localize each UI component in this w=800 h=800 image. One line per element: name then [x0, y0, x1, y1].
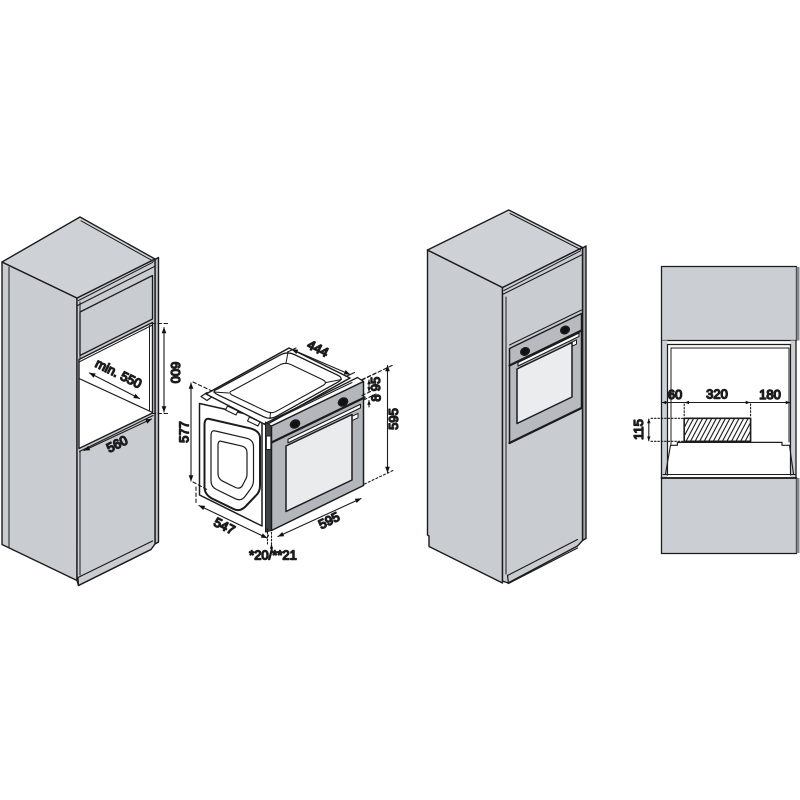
- svg-text:*20/**21: *20/**21: [249, 548, 297, 563]
- svg-text:180: 180: [759, 387, 781, 402]
- svg-text:320: 320: [706, 387, 728, 402]
- svg-text:595: 595: [316, 509, 342, 532]
- svg-text:577: 577: [177, 421, 192, 443]
- svg-text:600: 600: [168, 362, 183, 384]
- svg-text:115: 115: [631, 419, 646, 440]
- svg-text:60: 60: [668, 387, 682, 402]
- svg-text:595: 595: [386, 408, 401, 430]
- svg-text:95: 95: [368, 377, 383, 391]
- svg-text:547: 547: [211, 514, 237, 537]
- svg-text:8: 8: [369, 394, 384, 401]
